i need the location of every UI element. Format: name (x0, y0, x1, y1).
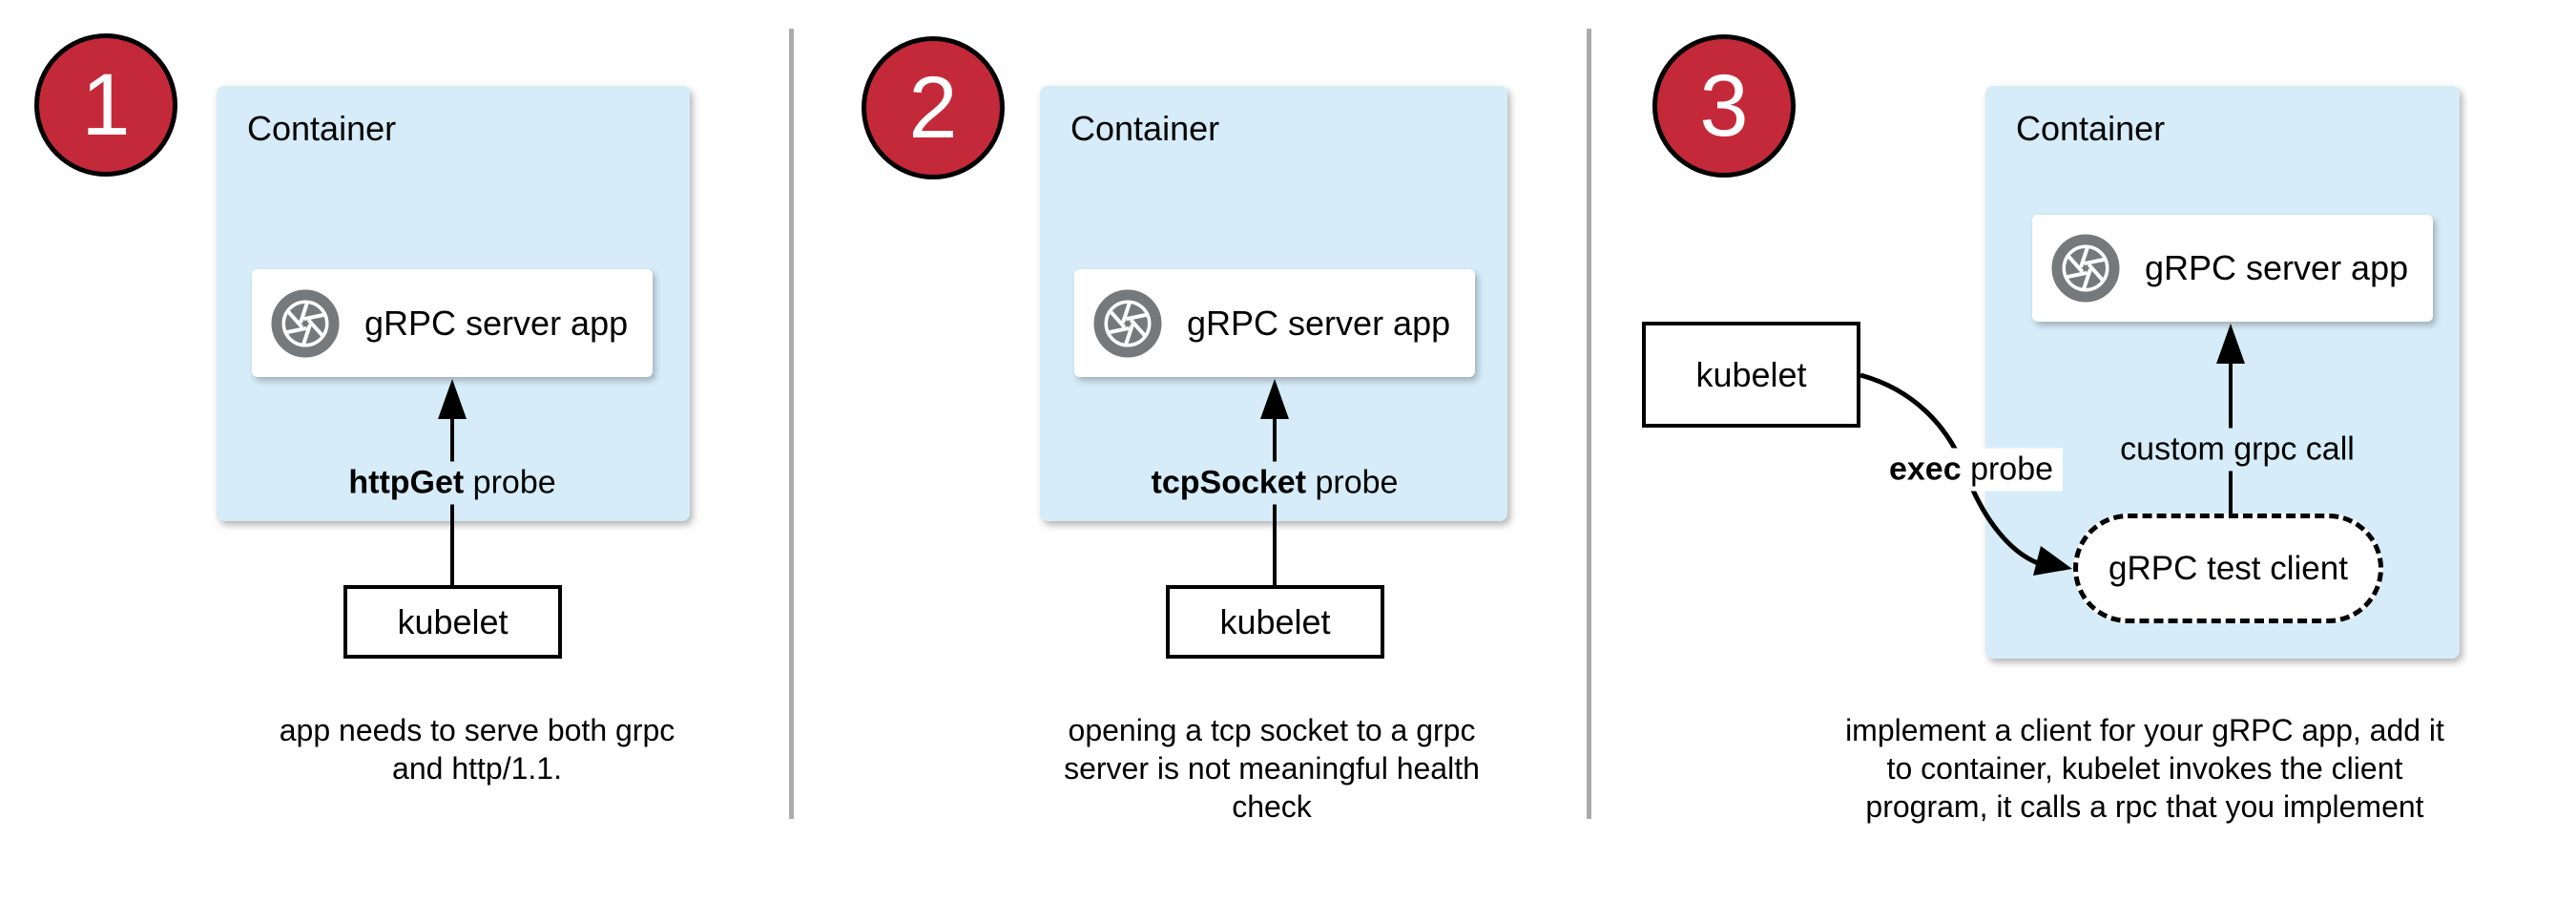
kubelet-box-2: kubelet (1166, 585, 1384, 659)
step-1-badge: 1 (34, 33, 177, 177)
kubelet-label-2: kubelet (1219, 601, 1331, 641)
grpc-test-client-label: gRPC test client (2109, 549, 2348, 587)
kubelet-box-1: kubelet (343, 585, 562, 659)
grpc-server-app-box-3: gRPC server app (2032, 215, 2433, 322)
grpc-server-app-label-1: gRPC server app (364, 303, 629, 343)
aperture-icon (271, 289, 340, 357)
aperture-icon (2051, 234, 2120, 303)
caption-2: opening a tcp socket to a grpc server is… (1064, 711, 1480, 826)
grpc-server-app-box-1: gRPC server app (252, 269, 653, 377)
exec-probe-label: exec probe (1879, 448, 2064, 492)
caption-3: implement a client for your gRPC app, ad… (1845, 711, 2444, 826)
kubelet-label-1: kubelet (397, 601, 509, 641)
caption-1-line-2: and http/1.1. (392, 751, 562, 786)
caption-2-line-2: server is not meaningful health (1064, 751, 1480, 786)
grpc-server-app-label-2: gRPC server app (1187, 303, 1451, 343)
caption-1: app needs to serve both grpc and http/1.… (280, 711, 675, 787)
probe-word-text: probe (1315, 464, 1399, 501)
container-label-3: Container (2016, 109, 2166, 148)
httpget-probe-label: httpGet probe (339, 461, 566, 505)
caption-2-line-3: check (1232, 789, 1312, 824)
step-2-number: 2 (908, 59, 958, 157)
custom-grpc-call-label: custom grpc call (2110, 428, 2364, 472)
panel-divider-1 (789, 29, 794, 819)
kubelet-box-3: kubelet (1642, 322, 1860, 428)
step-2-badge: 2 (862, 36, 1005, 179)
caption-3-line-3: program, it calls a rpc that you impleme… (1865, 789, 2424, 824)
kubelet-label-3: kubelet (1695, 354, 1807, 394)
grpc-server-app-label-3: gRPC server app (2145, 248, 2409, 287)
probe-word-text: probe (472, 464, 556, 501)
caption-1-line-1: app needs to serve both grpc (279, 713, 675, 747)
panel-divider-2 (1587, 29, 1591, 819)
custom-grpc-call-text: custom grpc call (2120, 430, 2355, 468)
caption-2-line-1: opening a tcp socket to a grpc (1068, 713, 1476, 747)
probe-type-text: exec (1888, 451, 1962, 488)
step-1-number: 1 (81, 56, 131, 154)
container-label-2: Container (1070, 109, 1220, 148)
step-3-number: 3 (1699, 57, 1749, 155)
probe-type-text: httpGet (348, 464, 465, 501)
container-label-1: Container (247, 109, 397, 148)
caption-3-line-2: to container, kubelet invokes the client (1886, 751, 2403, 786)
grpc-server-app-box-2: gRPC server app (1074, 269, 1475, 377)
probe-word-text: probe (1970, 451, 2054, 488)
step-3-badge: 3 (1652, 34, 1796, 178)
probe-type-text: tcpSocket (1151, 464, 1307, 501)
tcpsocket-probe-label: tcpSocket probe (1141, 461, 1408, 505)
caption-3-line-1: implement a client for your gRPC app, ad… (1845, 713, 2444, 747)
aperture-icon (1093, 289, 1162, 357)
grpc-test-client-box: gRPC test client (2073, 514, 2383, 623)
